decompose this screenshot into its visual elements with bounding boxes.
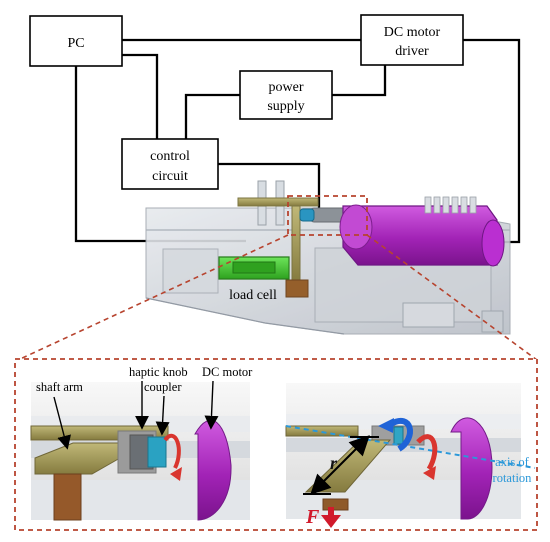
coupler-pointer: [155, 395, 170, 436]
shaft-base-block: [285, 279, 309, 298]
dc-motor-endcap: [481, 219, 505, 267]
zoom-guide-left: [17, 234, 289, 361]
right-dc-motor: [450, 417, 493, 520]
power-supply-label-line2: supply: [267, 99, 304, 114]
load-cell-window: [232, 261, 276, 274]
force-arrowhead: [321, 515, 341, 528]
axis-of-rotation-label-line2: rotation: [493, 471, 533, 485]
focus-rectangle: [287, 195, 368, 236]
magnified-inset: shaft arm haptic knob coupler DC motor: [14, 358, 538, 531]
power-supply-label-line1: power: [269, 80, 304, 95]
haptic-knob-label: haptic knob: [129, 365, 188, 379]
pc-label: PC: [67, 36, 84, 51]
control-circuit-label-line1: control: [150, 149, 190, 164]
blue-rotation-arrow: [389, 418, 413, 452]
haptic-knob: [299, 208, 315, 222]
load-cell-label: load cell: [229, 288, 277, 303]
wire-power-to-driver: [332, 65, 387, 97]
dc-motor-label: DC motor: [202, 365, 253, 379]
front-left-panel: [162, 248, 219, 294]
vertical-shaft-link: [291, 205, 301, 282]
left-red-rotation-arrow: [163, 433, 181, 469]
right-red-rotation-arrowhead: [423, 466, 436, 480]
power-supply-box: [239, 70, 333, 120]
wire-pc-to-control: [122, 53, 159, 139]
rotation-axis-line: [285, 425, 536, 469]
dc-motor-faceplate: [339, 204, 373, 250]
shaft-arm-pointer: [53, 396, 71, 450]
frame-bottom-edge: [145, 297, 345, 335]
force-label: F: [305, 506, 320, 528]
left-coupler-ring: [147, 436, 167, 468]
wire-power-to-control: [184, 93, 240, 139]
pc-box: [29, 15, 123, 67]
dc-motor-pointer: [204, 380, 219, 430]
radius-label: r: [330, 453, 338, 473]
inset-left-view: shaft arm haptic knob coupler DC motor: [30, 365, 253, 521]
coupler-label: coupler: [144, 380, 182, 394]
shaft-arm-top: [237, 197, 319, 207]
control-circuit-label-line2: circuit: [152, 169, 188, 184]
front-foot: [402, 302, 455, 328]
axis-of-rotation-label-line1: axis of: [495, 455, 530, 469]
left-support-post: [53, 473, 82, 521]
radius-arrow: [310, 435, 370, 495]
dc-motor-driver-label-line1: DC motor: [384, 25, 441, 40]
motor-cooling-fins: [424, 196, 477, 214]
right-red-rotation-arrow: [416, 434, 438, 471]
zoom-guide-right: [366, 234, 538, 361]
shaft-arm-label: shaft arm: [36, 380, 83, 394]
haptic-device-assembly: load cell: [17, 180, 538, 361]
right-support-block: [322, 498, 349, 511]
control-block-diagram: PC DC motor driver power supply control …: [29, 14, 521, 244]
dc-motor-driver-box: [360, 14, 464, 66]
right-haptic-knob-ring: [393, 426, 404, 445]
blue-rotation-arrowhead: [378, 418, 394, 433]
left-red-arrowhead: [170, 467, 182, 481]
inset-right-view: r F axis of rotation: [285, 383, 536, 528]
dc-motor-driver-label-line2: driver: [395, 44, 429, 59]
right-foot: [481, 310, 504, 333]
